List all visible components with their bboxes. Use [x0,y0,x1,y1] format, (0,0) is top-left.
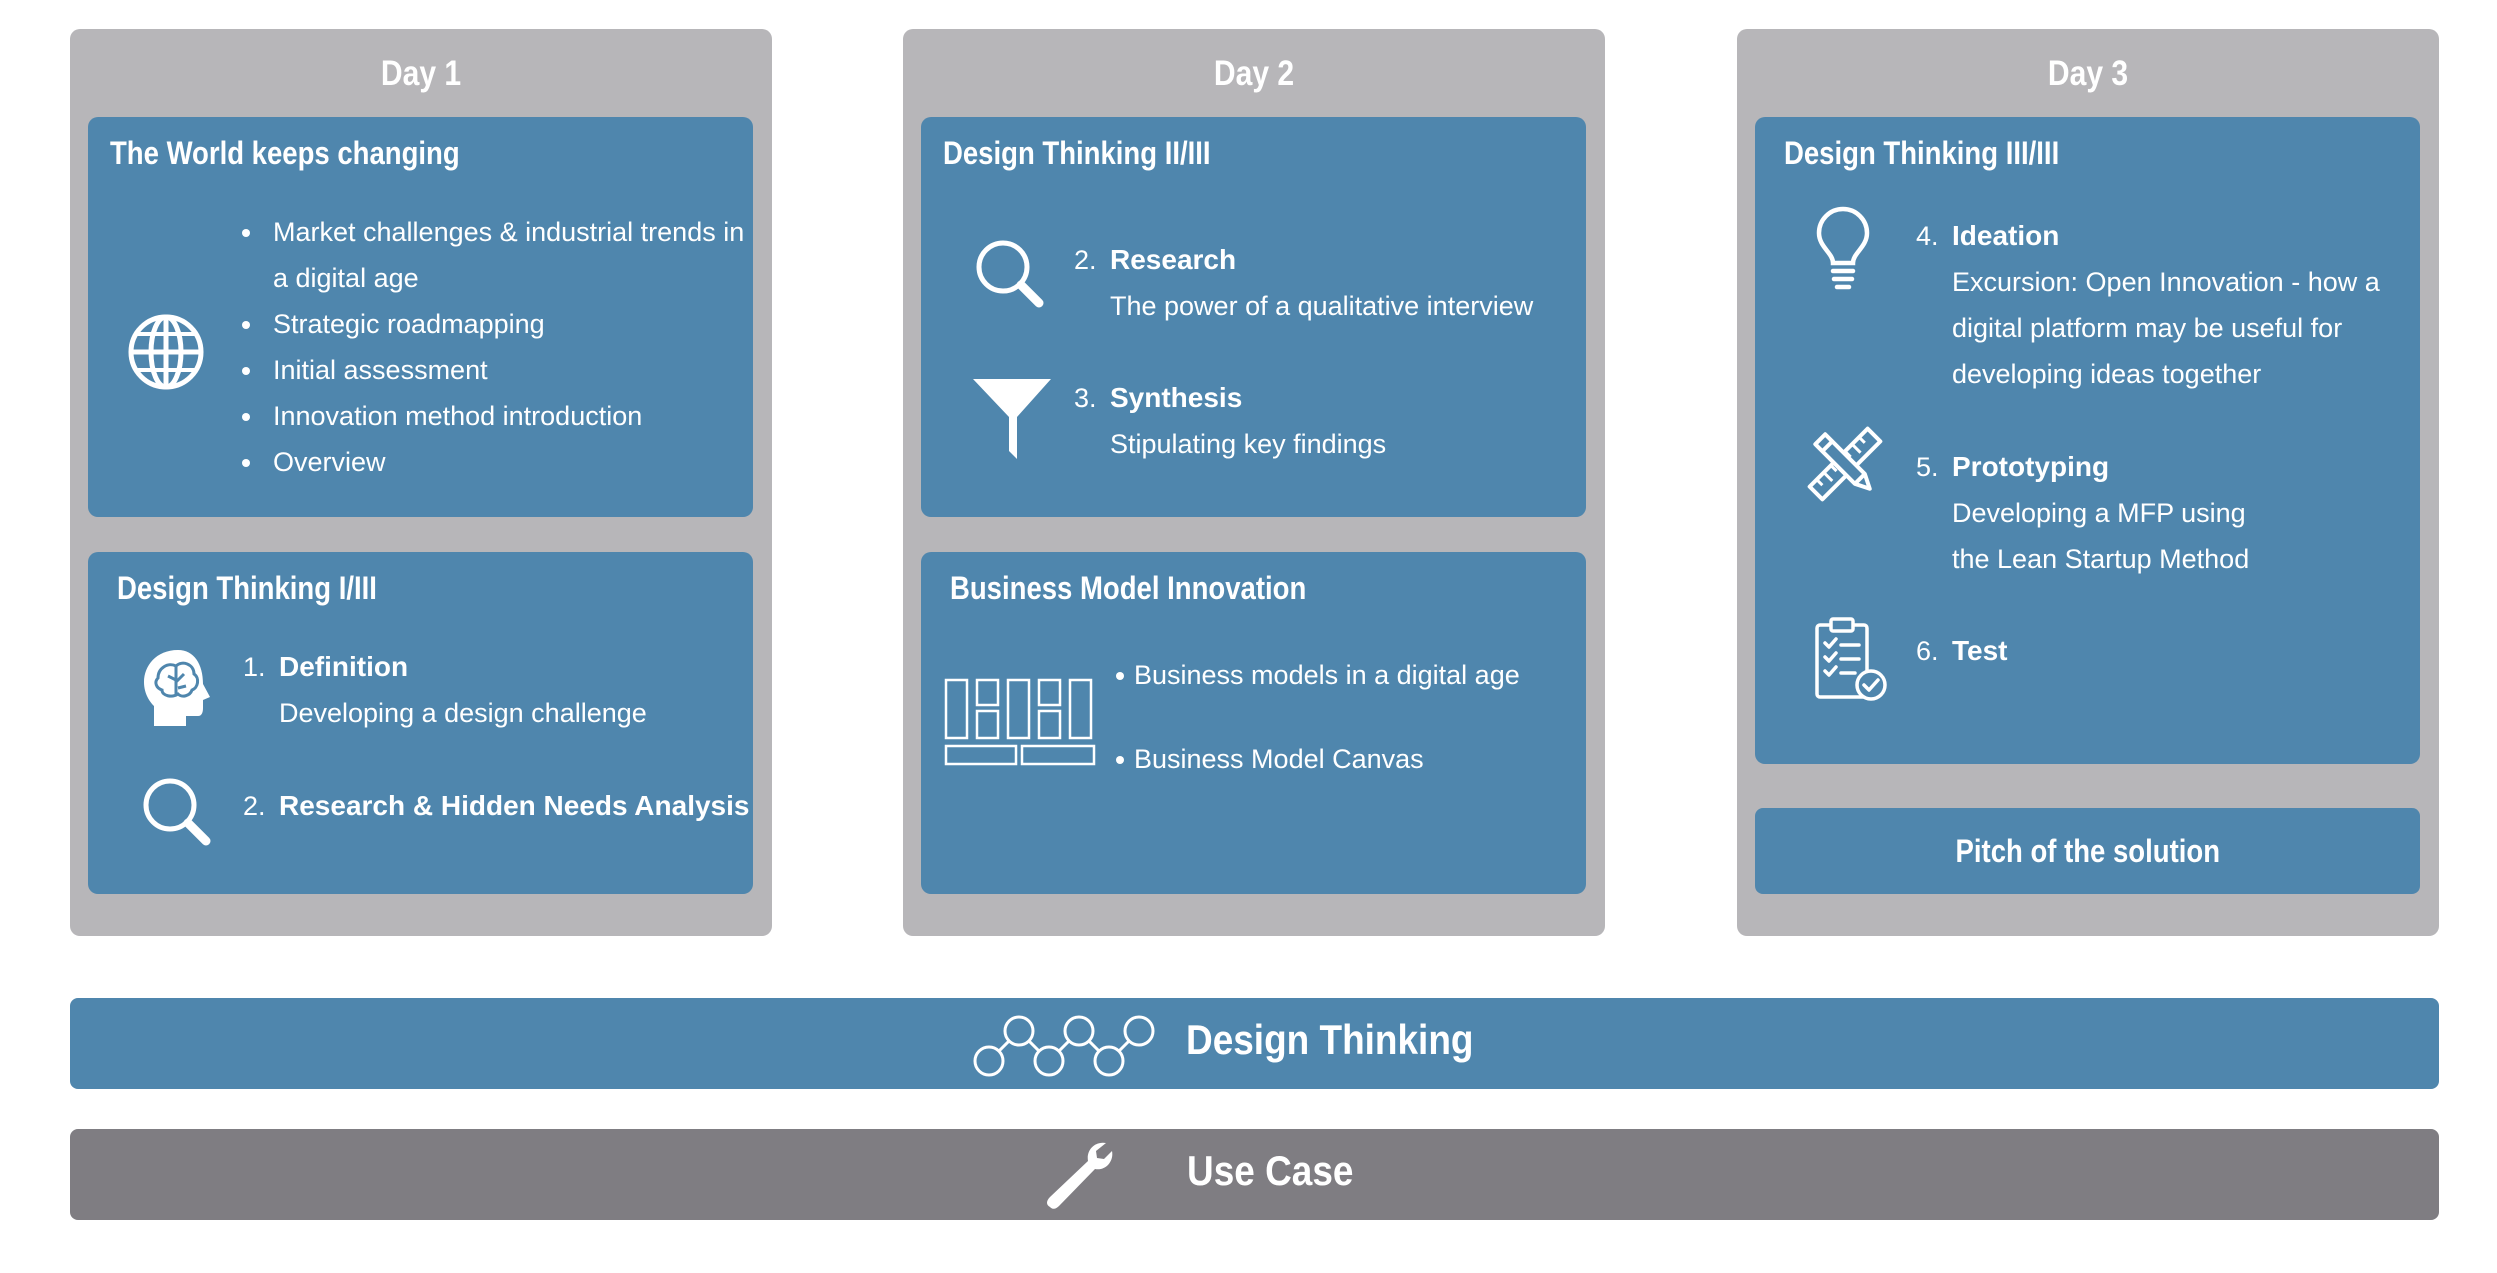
step-number: 4. [1916,221,1939,251]
day-1-column: Day 1 The World keeps changing Market ch… [70,29,772,936]
pitch-label: Pitch of the solution [1955,832,2220,869]
bullet-item: Business models in a digital age [1114,652,1574,698]
step-description: Excursion: Open Innovation - how a digit… [1952,267,2380,389]
step-title: Prototyping [1952,451,2110,482]
step-description: The power of a qualitative interview [1110,291,1534,321]
pencil-ruler-icon [1807,426,1883,502]
day-1-title: Day 1 [380,54,462,93]
day-2-title: Day 2 [1213,54,1295,93]
use-case-bar: Use Case [70,1129,2439,1220]
bullet-item: Overview [240,439,750,485]
design-thinking-2-title: Design Thinking II/III [943,135,1211,171]
day-2-column: Day 2 Design Thinking II/III 2. Research… [903,29,1605,936]
bmi-bullet-list: Business models in a digital age Busines… [1114,652,1574,782]
bullet-item: Strategic roadmapping [240,301,750,347]
business-model-innovation-card: Business Model Innovation Business model… [921,552,1586,894]
bullet-item: Market challenges & industrial trends in… [240,209,750,301]
world-card-title: The World keeps changing [110,135,460,171]
globe-icon [126,312,206,392]
magnifier-icon [142,777,212,847]
design-thinking-bar: Design Thinking [70,998,2439,1089]
step-title: Research & Hidden Needs Analysis [279,790,750,821]
step-description: Stipulating key findings [1110,429,1387,459]
step-number: 6. [1916,636,1939,666]
bullet-item: Business Model Canvas [1114,736,1574,782]
step-number: 1. [243,652,266,682]
business-model-innovation-title: Business Model Innovation [950,570,1307,606]
step-title: Research [1110,244,1237,275]
design-thinking-bar-label: Design Thinking [1186,1016,1474,1063]
business-model-canvas-icon [944,678,1100,766]
design-thinking-3-title: Design Thinking III/III [1784,135,2060,171]
network-nodes-icon [973,1015,1163,1077]
design-thinking-1-card: Design Thinking I/III 1. Definition Deve… [88,552,753,894]
step-title: Definition [279,651,409,682]
step-title: Synthesis [1110,382,1243,413]
funnel-icon [973,379,1051,459]
world-bullet-list: Market challenges & industrial trends in… [240,209,750,485]
wrench-icon [1044,1139,1116,1211]
design-thinking-2-card: Design Thinking II/III 2. Research The p… [921,117,1586,517]
day-3-column: Day 3 Design Thinking III/III 4. Ideatio… [1737,29,2439,936]
step-number: 3. [1074,383,1097,413]
bullet-item: Innovation method introduction [240,393,750,439]
pitch-card: Pitch of the solution [1755,808,2420,894]
step-number: 2. [243,791,266,821]
design-thinking-1-title: Design Thinking I/III [117,570,377,606]
design-thinking-3-card: Design Thinking III/III 4. Ideation Excu… [1755,117,2420,764]
step-number: 5. [1916,452,1939,482]
lightbulb-icon [1815,206,1871,293]
step-number: 2. [1074,245,1097,275]
magnifier-icon [975,239,1045,309]
checklist-icon [1815,617,1889,703]
step-description: Developing a design challenge [279,698,647,728]
brain-head-icon [140,648,214,728]
world-card: The World keeps changing Market challeng… [88,117,753,517]
step-description: Developing a MFP using the Lean Startup … [1952,498,2250,574]
step-title: Ideation [1952,220,2060,251]
day-3-title: Day 3 [2047,54,2129,93]
use-case-bar-label: Use Case [1187,1147,1354,1194]
bullet-item: Initial assessment [240,347,750,393]
step-title: Test [1952,635,2008,666]
